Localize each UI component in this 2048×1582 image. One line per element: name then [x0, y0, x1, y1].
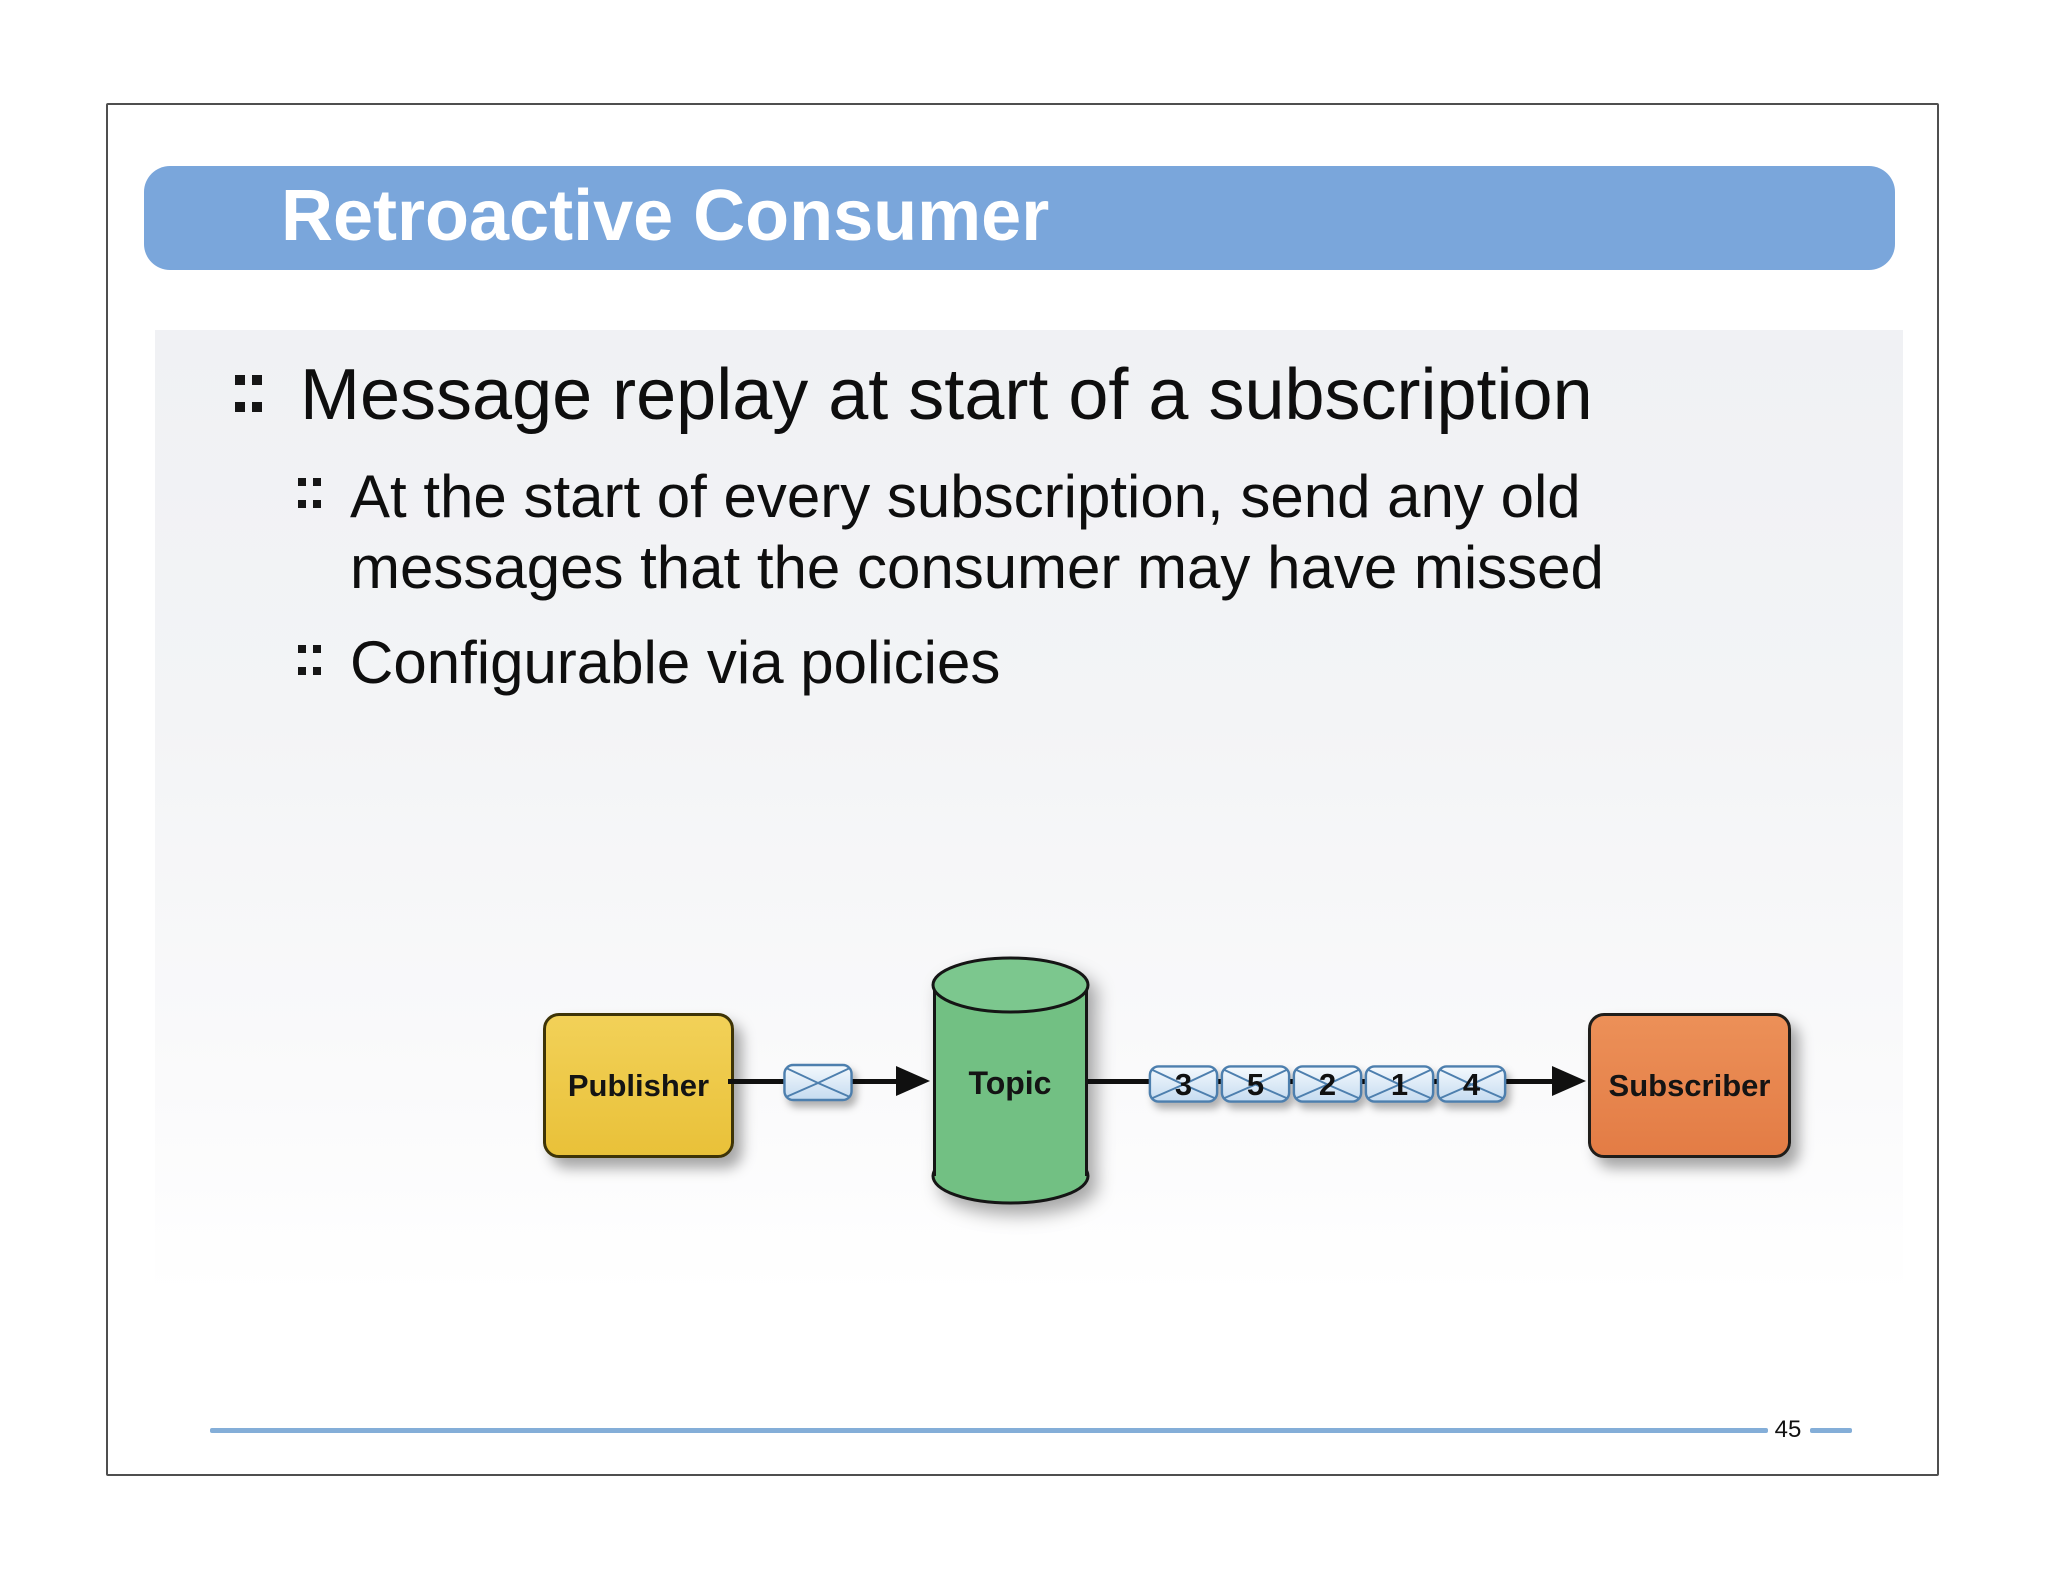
subscriber-label: Subscriber [1608, 1067, 1771, 1103]
message-number: 4 [1462, 1067, 1481, 1102]
bullet-marker-icon [235, 375, 245, 385]
footer-line-short [1810, 1428, 1852, 1433]
sub-bullet-text-2: Configurable via policies [350, 629, 1001, 696]
envelope-icon: 2 [1291, 1065, 1364, 1103]
arrowhead-icon [896, 1066, 930, 1096]
envelope-icon: 3 [1147, 1065, 1220, 1103]
envelope-graphic [1292, 1065, 1363, 1103]
envelope-icon: 4 [1435, 1065, 1508, 1103]
envelope-icon: 1 [1363, 1065, 1436, 1103]
message-number: 2 [1318, 1067, 1337, 1102]
sub-bullet-marker-icon [298, 478, 306, 486]
arrowhead-icon [1552, 1066, 1586, 1096]
publisher-label: Publisher [567, 1067, 710, 1103]
envelope-graphic [1220, 1065, 1291, 1103]
slide-title: Retroactive Consumer [281, 176, 1050, 256]
main-bullet-text: Message replay at start of a subscriptio… [300, 355, 1593, 435]
envelope-icon: 5 [1219, 1065, 1292, 1103]
subscriber-node: Subscriber [1588, 1013, 1791, 1158]
message-number: 1 [1390, 1067, 1409, 1102]
envelope-graphic [1148, 1065, 1219, 1103]
envelope-graphic [1364, 1065, 1435, 1103]
envelope-graphic [1436, 1065, 1507, 1103]
topic-cylinder [931, 956, 1090, 1205]
sub-bullet-marker-icon [298, 645, 306, 653]
envelope-graphic [783, 1063, 853, 1102]
slide-frame [106, 103, 1939, 1476]
slide-title-bar: Retroactive Consumer [144, 166, 1895, 270]
topic-label: Topic [968, 1065, 1052, 1101]
publisher-node: Publisher [543, 1013, 734, 1158]
page-number: 45 [1774, 1416, 1802, 1443]
message-number: 3 [1174, 1067, 1193, 1102]
message-number: 5 [1246, 1067, 1265, 1102]
sub-bullet-text-1: At the start of every subscription, send… [350, 463, 1604, 601]
footer-line-long [210, 1428, 1768, 1433]
envelope-icon [783, 1063, 853, 1102]
